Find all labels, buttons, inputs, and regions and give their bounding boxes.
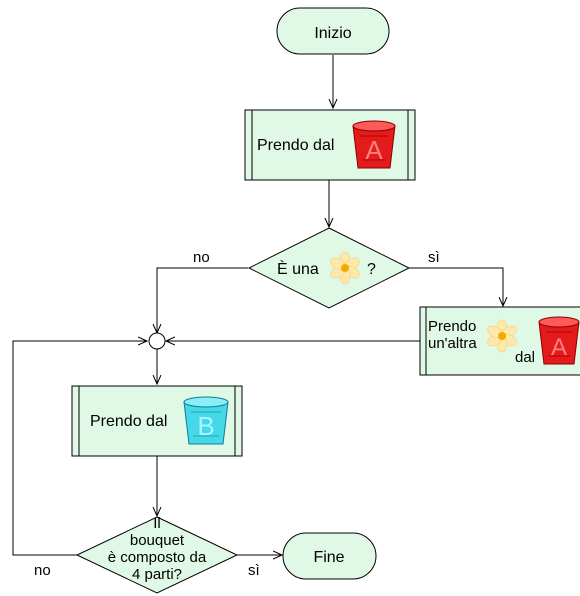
edge-question-yes (409, 267, 503, 306)
bouquet-line3: è composto da (108, 549, 207, 566)
end-node: Fine (282, 532, 377, 580)
start-node: Inizio (276, 7, 390, 55)
question-flower-prefix: È una (277, 259, 319, 278)
process-take-from-a: Prendo dal A (244, 109, 416, 181)
bouquet-line4: 4 parti? (132, 566, 182, 583)
bucket-other-letter: A (551, 334, 567, 361)
take-b-label: Prendo dal (90, 413, 167, 430)
cyan-bucket-icon: B (183, 396, 229, 445)
edge-label-flower-yes: sì (428, 249, 440, 266)
take-other-line3: dal (515, 349, 535, 366)
take-a-label: Prendo dal (257, 137, 334, 154)
junction-node (148, 332, 166, 350)
red-bucket-icon: A (538, 316, 580, 365)
connectors (12, 55, 503, 556)
bucket-a-letter: A (365, 135, 383, 165)
red-bucket-icon: A (352, 120, 396, 169)
decision-is-flower: È una ? (247, 227, 411, 309)
edge-label-bouquet-yes: sì (248, 562, 260, 579)
process-take-another: Prendo un'altra dal A (419, 306, 580, 376)
decision-bouquet-complete: Il bouquet è composto da 4 parti? (75, 515, 239, 594)
question-flower-suffix: ? (367, 261, 376, 278)
take-other-line1: Prendo (428, 318, 476, 335)
end-label: Fine (313, 549, 344, 566)
bucket-b-letter: B (197, 411, 214, 441)
edge-question-no (157, 267, 248, 333)
bouquet-line1: Il (153, 515, 161, 532)
bouquet-line2: bouquet (130, 532, 185, 549)
edge-label-flower-no: no (193, 249, 210, 266)
edge-label-bouquet-no: no (34, 562, 51, 579)
edge-bouquet-no-loop (12, 341, 147, 556)
process-take-from-b: Prendo dal B (71, 385, 243, 457)
take-other-line2: un'altra (428, 335, 477, 352)
start-label: Inizio (314, 25, 351, 42)
